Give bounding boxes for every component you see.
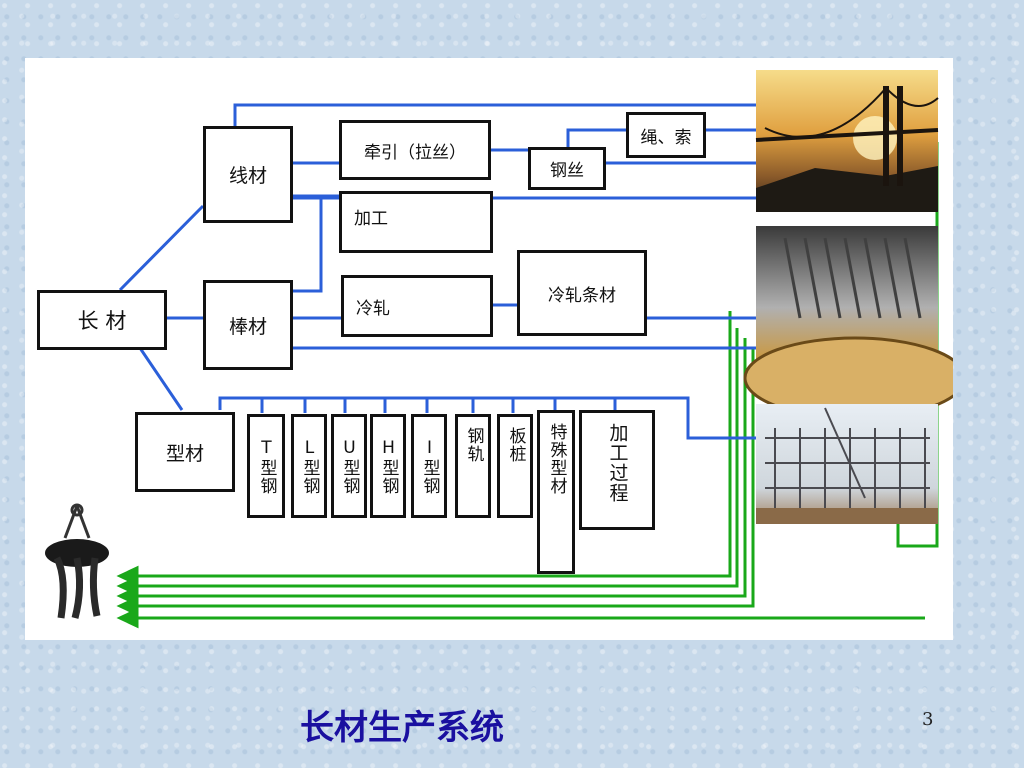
item-h-section: H型钢 bbox=[370, 414, 406, 518]
item-i-section: I型钢 bbox=[411, 414, 447, 518]
node-wire-rod: 线材 bbox=[203, 126, 293, 223]
page-title: 长材生产系统 bbox=[300, 708, 504, 748]
item-processing-procedure: 加工过程 bbox=[579, 410, 655, 530]
item-special-section: 特殊型材 bbox=[537, 410, 575, 574]
green-line-5 bbox=[135, 348, 755, 608]
blue-branches bbox=[118, 103, 760, 440]
diagram-panel: 长 材 线材 棒材 型材 牵引（拉丝） 钢丝 绳、索 加工 冷轧 冷轧条材 T型… bbox=[25, 58, 953, 640]
node-steel-wire: 钢丝 bbox=[528, 147, 606, 190]
green-line-2 bbox=[135, 311, 732, 578]
construction-photo bbox=[756, 404, 938, 524]
chain-logo bbox=[45, 503, 109, 619]
node-bar: 棒材 bbox=[203, 280, 293, 370]
item-u-section: U型钢 bbox=[331, 414, 367, 518]
node-cold-rolled-strip: 冷轧条材 bbox=[517, 250, 647, 336]
bridge-photo bbox=[755, 70, 939, 212]
green-arrow-5 bbox=[116, 607, 139, 629]
gear-photo bbox=[743, 226, 953, 420]
node-long-products: 长 材 bbox=[37, 290, 167, 350]
green-arrow-4 bbox=[116, 595, 139, 617]
node-cold-rolling: 冷轧 bbox=[341, 275, 493, 337]
page-number: 3 bbox=[922, 709, 934, 730]
green-line-4 bbox=[135, 338, 747, 598]
connector-lines bbox=[45, 70, 953, 629]
node-rope: 绳、索 bbox=[626, 112, 706, 158]
item-rail: 钢轨 bbox=[455, 414, 491, 518]
green-line-3 bbox=[135, 328, 739, 588]
green-return-lines bbox=[116, 142, 939, 629]
node-drawing: 牵引（拉丝） bbox=[339, 120, 491, 180]
item-t-section: T型钢 bbox=[247, 414, 285, 518]
node-processing: 加工 bbox=[339, 191, 493, 253]
node-section: 型材 bbox=[135, 412, 235, 492]
item-sheet-pile: 板桩 bbox=[497, 414, 533, 518]
item-l-section: L型钢 bbox=[291, 414, 327, 518]
